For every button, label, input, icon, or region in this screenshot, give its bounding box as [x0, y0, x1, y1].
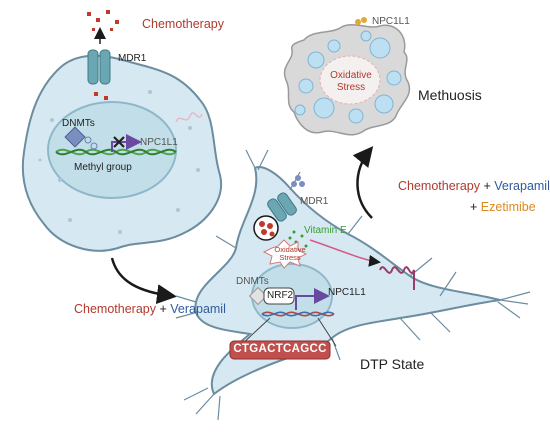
filopodia [175, 149, 531, 421]
dtp-oxidative-line2: Stress [279, 253, 301, 262]
top-chemotherapy-label: Chemotherapy [142, 17, 224, 31]
dnmt-enzyme-top [64, 126, 98, 150]
dna-helix-top [55, 148, 177, 156]
methuosis-npc1l1-label: NPC1L1 [372, 16, 410, 27]
mdr1-transporter-top [87, 27, 111, 85]
vitamin-e-line [309, 239, 381, 267]
treatment-verapamil: Verapamil [494, 179, 550, 193]
treatment-plus1: + [483, 179, 491, 193]
npc1l1-marker [355, 17, 367, 25]
receptor-faint-top [175, 112, 203, 123]
methuosis-label: Methuosis [418, 87, 482, 103]
vacuoles [294, 30, 402, 124]
treatment-line1: Chemotherapy + Verapamil [398, 179, 550, 193]
sequence-text: CTGACTCAGCC [233, 343, 327, 355]
chemo-particles-top [87, 10, 119, 100]
transition-plus: + [159, 302, 167, 316]
transition-chemotherapy: Chemotherapy [74, 302, 156, 316]
dtp-dnmts-label: DNMTs [236, 276, 269, 287]
methuosis-arrow [352, 146, 374, 219]
treatment-plus2: + [470, 200, 478, 214]
methuosis-oxidative-line1: Oxidative [330, 70, 372, 81]
methuosis-cell [283, 17, 411, 136]
transition-arrow [110, 257, 177, 305]
transition-verapamil: Verapamil [170, 302, 226, 316]
mdr1-transporter-dtp [267, 175, 305, 222]
nrf2-label: NRF2 [267, 290, 294, 301]
chemo-particles-dtp [253, 215, 279, 241]
top-npc1l1-label: NPC1L1 [140, 137, 178, 148]
methyl-group-label: Methyl group [74, 162, 132, 173]
sequence-box [229, 340, 331, 360]
methuosis-oxidative-line2: Stress [336, 82, 366, 93]
transition-caption: Chemotherapy + Verapamil [74, 302, 226, 316]
treatment-ezetimibe: Ezetimibe [480, 200, 536, 214]
top-dnmts-label: DNMTs [62, 118, 95, 129]
cytoplasm-dots [38, 90, 200, 234]
sensitive-cell [21, 10, 223, 252]
dtp-npc1l1-label: NPC1L1 [328, 287, 366, 298]
methuosis-oxidative-stress: Oxidative Stress [328, 70, 374, 94]
vitamin-e-label: Vitamin E [304, 225, 347, 236]
top-mdr1-label: MDR1 [118, 53, 147, 64]
dtp-state-label: DTP State [360, 356, 425, 372]
oxidative-stress-burst [262, 239, 308, 269]
nrf2-box [263, 287, 295, 305]
dnmt-enzyme-dtp [248, 286, 268, 306]
treatment-chemotherapy: Chemotherapy [398, 179, 480, 193]
blocked-transcription-top [111, 134, 142, 152]
oxidative-stress-core [319, 55, 381, 105]
dtp-oxidative-line1: Oxidative [274, 245, 306, 254]
dtp-cell [175, 149, 531, 421]
treatment-line2: + Ezetimibe [470, 200, 536, 214]
dtp-mdr1-label: MDR1 [300, 196, 329, 207]
npc1l1-receptor [379, 266, 415, 290]
dna-helix-dtp [261, 311, 335, 317]
nrf2-transcription-arrow [295, 288, 330, 310]
dtp-oxidative-stress: Oxidative Stress [270, 246, 310, 262]
